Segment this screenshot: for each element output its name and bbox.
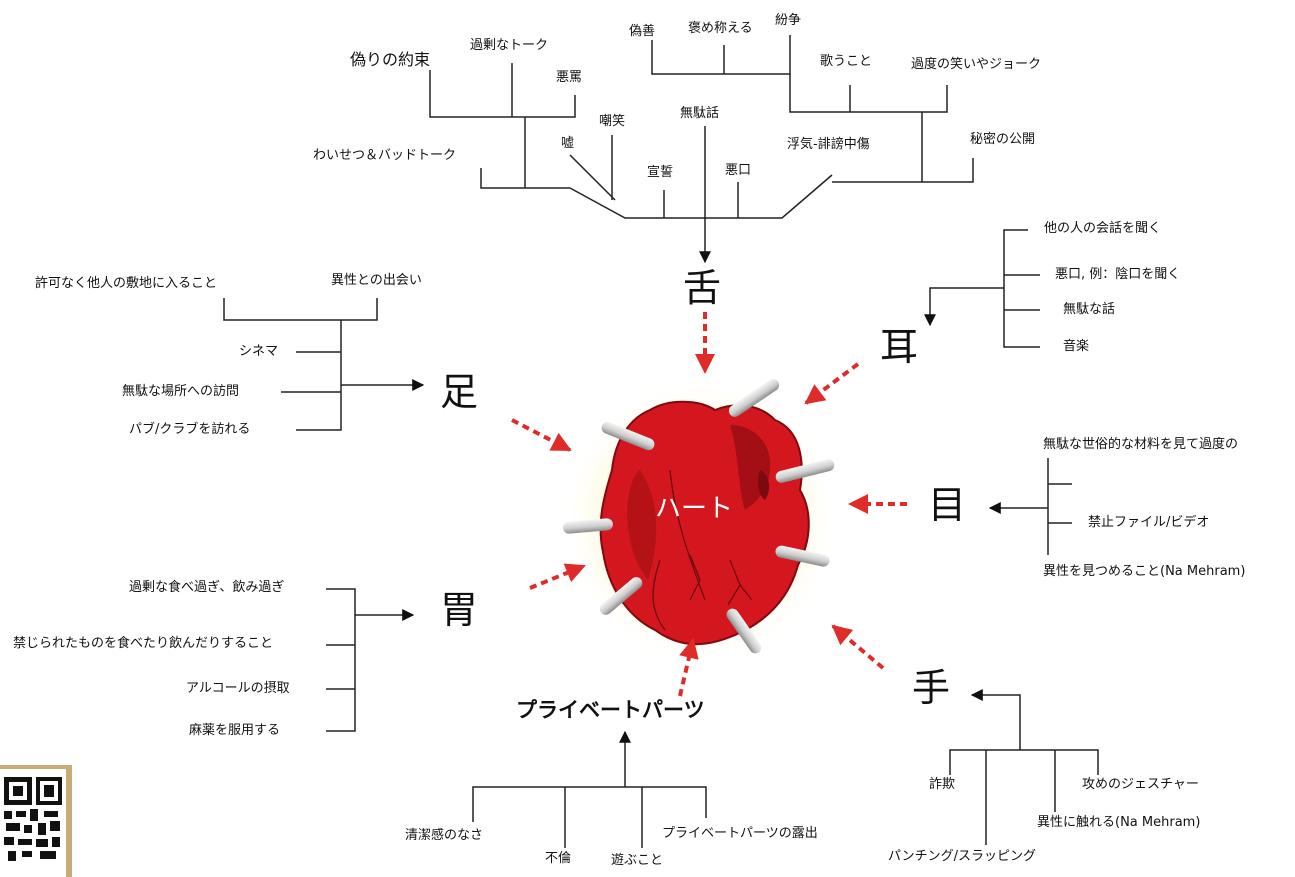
tongue-item: 褒め称える (688, 21, 753, 36)
tongue-item: 宣誓 (647, 165, 674, 180)
stomach-item: アルコールの摂取 (186, 681, 290, 696)
private-item: 不倫 (545, 851, 572, 866)
private-item: プライベートパーツの露出 (662, 826, 818, 841)
organ-hand: 手 (912, 666, 951, 710)
ear-item: 悪口, 例：陰口を聞く (1055, 267, 1181, 282)
hand-item: パンチング/スラッピング (888, 849, 1037, 864)
arrow-ear-heart (804, 362, 860, 405)
tongue-item: 過剰なトーク (470, 38, 549, 53)
organ-private-parts: プライベートパーツ (516, 698, 705, 722)
arrow-hand-heart (831, 624, 885, 670)
ear-item: 他の人の会話を聞く (1044, 221, 1162, 236)
organ-foot: 足 (440, 370, 479, 414)
heart-label: ハート (655, 494, 734, 524)
eye-tree (988, 458, 1072, 555)
foot-item: 異性との出会い (331, 273, 422, 288)
tongue-item: 歌うこと (820, 54, 873, 69)
private-tree (472, 730, 707, 848)
organ-tongue: 舌 (683, 266, 722, 310)
stomach-item: 過剰な食べ過ぎ、飲み過ぎ (129, 580, 285, 595)
arrow-private-heart (678, 638, 699, 697)
red-arrows (511, 312, 907, 697)
heart-pipes (563, 379, 835, 654)
foot-item: シネマ (239, 344, 279, 359)
organ-stomach: 胃 (440, 588, 479, 632)
organ-ear: 耳 (880, 325, 919, 369)
ear-item: 無駄な話 (1063, 302, 1116, 317)
organ-eye: 目 (928, 483, 967, 527)
tongue-item: 偽善 (629, 24, 656, 39)
ear-item: 音楽 (1063, 339, 1090, 354)
private-item: 清潔感のなさ (405, 828, 484, 843)
hand-tree (949, 689, 1099, 845)
eye-item: 異性を見つめること(Na Mehram) (1043, 564, 1246, 579)
foot-item: パブ/クラブを訪れる (129, 422, 251, 437)
tongue-item: 浮気-誹謗中傷 (787, 137, 870, 152)
eye-item: 禁止ファイル/ビデオ (1088, 515, 1210, 530)
foot-item: 無駄な場所への訪問 (122, 384, 240, 399)
heart-illustration (560, 375, 840, 665)
tongue-item: 紛争 (775, 13, 802, 28)
tongue-item: 過度の笑いやジョーク (911, 57, 1042, 72)
private-item: 遊ぶこと (611, 853, 664, 868)
tongue-item: 悪口 (725, 163, 752, 178)
tongue-item: 無駄話 (680, 106, 720, 121)
hand-item: 攻めのジェスチャー (1082, 777, 1199, 792)
tongue-item: 嘘 (561, 136, 575, 151)
arrow-stomach-heart (529, 563, 586, 590)
eye-item: 無駄な世俗的な材料を見て過度の (1043, 437, 1239, 452)
tongue-item: 偽りの約束 (350, 50, 431, 69)
hand-item: 詐欺 (929, 777, 956, 792)
tongue-tree (429, 35, 974, 264)
stomach-tree (326, 588, 415, 732)
tongue-item: 秘密の公開 (970, 132, 1036, 147)
tongue-item: 嘲笑 (599, 114, 626, 129)
ear-tree (924, 229, 1040, 348)
stomach-item: 禁じられたものを食べたり飲んだりすること (13, 636, 274, 651)
foot-tree (223, 298, 425, 431)
stomach-item: 麻薬を服用する (189, 723, 281, 738)
arrow-foot-heart (511, 418, 572, 452)
tongue-item: 悪罵 (556, 70, 583, 85)
tongue-item: わいせつ＆バッドトーク (313, 148, 457, 163)
hand-item: 異性に触れる(Na Mehram) (1037, 815, 1201, 830)
foot-item: 許可なく他人の敷地に入ること (35, 276, 218, 291)
qr-code (0, 765, 72, 877)
